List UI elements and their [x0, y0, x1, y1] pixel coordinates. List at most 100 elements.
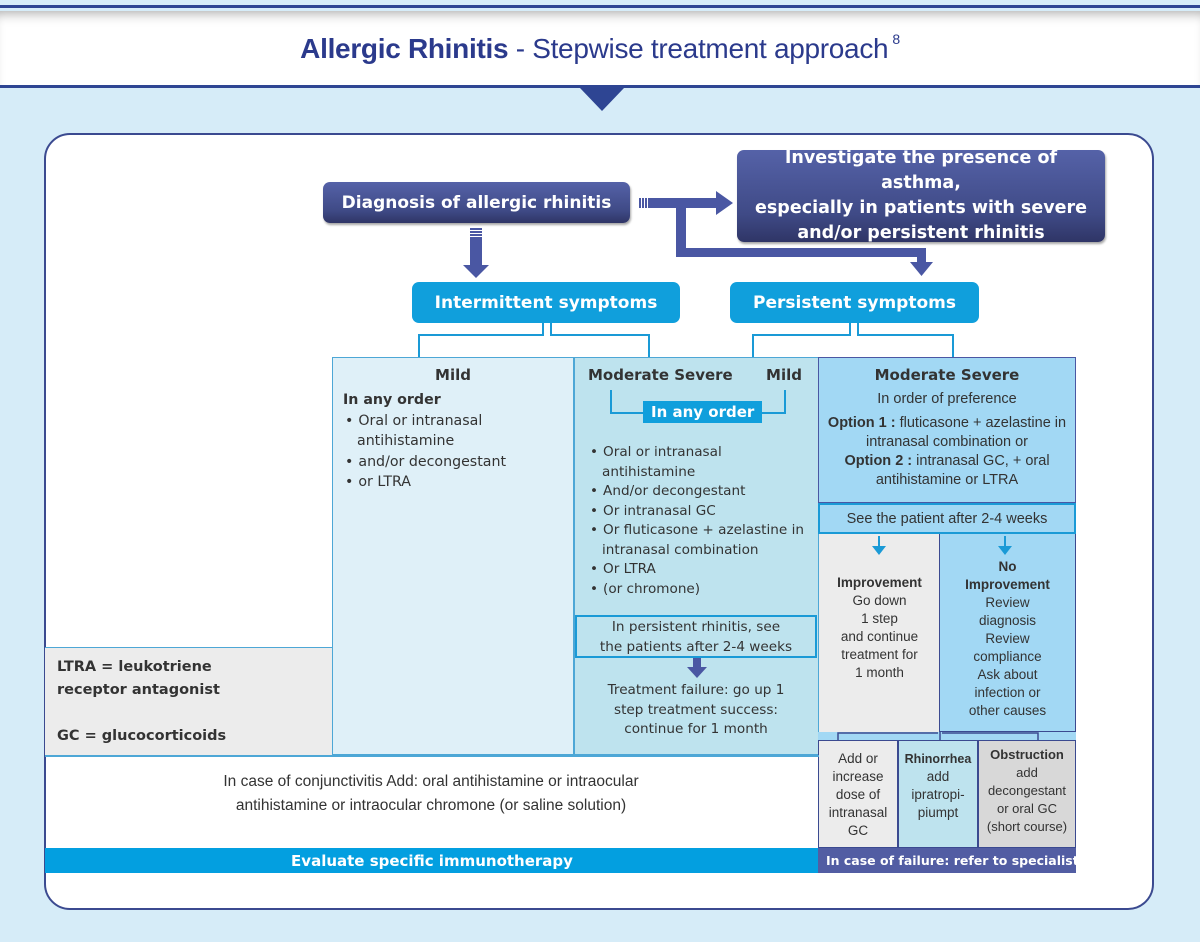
no-improvement-line: other causes: [968, 703, 1047, 718]
persistent-symptoms-box: Persistent symptoms: [730, 282, 979, 323]
down-arrow-icon: [872, 536, 886, 555]
improvement-box: Improvement Go down 1 step and continue …: [818, 534, 939, 732]
column-moderate-severe-mild: Moderate Severe Mild In any order Oral o…: [574, 357, 819, 755]
list-item: (or chromone): [588, 580, 816, 600]
improvement-heading: Improvement: [837, 575, 922, 590]
down-arrow-icon: [687, 658, 707, 678]
options-text: Option 1 : fluticasone + azelastine in i…: [819, 414, 1075, 490]
intermittent-symptoms-box: Intermittent symptoms: [412, 282, 680, 323]
asthma-line: especially in patients with severe: [755, 198, 1087, 218]
list-item: and/or decongestant: [343, 452, 513, 473]
option1-label: Option 1 :: [827, 415, 896, 431]
legend-line: GC = glucocorticoids: [57, 728, 227, 744]
no-improvement-line: diagnosis: [978, 613, 1037, 628]
asthma-line: and/or persistent rhinitis: [797, 223, 1045, 243]
followup-line: the patients after 2-4 weeks: [599, 638, 793, 655]
list-item: Oral or intranasal antihistamine: [343, 411, 513, 452]
legend-line: LTRA = leukotriene: [57, 659, 212, 675]
no-improvement-box: No Improvement Review diagnosis Review c…: [939, 534, 1076, 732]
column-subheading: In any order: [343, 392, 441, 408]
failure-bar: In case of failure: refer to specialist: [818, 848, 1079, 873]
option1-text: fluticasone + azelastine in intranasal c…: [865, 415, 1067, 450]
rhinorrhea-line: ipratropi-: [911, 787, 965, 802]
bracket-strip: [818, 732, 1076, 740]
no-improvement-line: infection or: [974, 685, 1041, 700]
list-item: Or LTRA: [588, 560, 816, 580]
list-item: Or fluticasone + azelastine in intranasa…: [588, 521, 816, 560]
title-rest: - Stepwise treatment approach: [508, 33, 889, 64]
no-improvement-heading: No: [998, 559, 1017, 574]
conjunctivitis-line: antihistamine or intraocular chromone (o…: [235, 797, 627, 814]
followup-line: In persistent rhinitis, see: [611, 619, 781, 635]
legend-line: receptor antagonist: [57, 682, 220, 698]
divider: [45, 755, 819, 757]
obstruction-line: or oral GC: [997, 801, 1057, 816]
column-heading: Mild: [435, 366, 471, 384]
any-order-bracket: [610, 390, 786, 414]
top-strip: [0, 0, 1200, 8]
column-intermittent-mild: Mild In any order Oral or intranasal ant…: [332, 357, 574, 755]
title-reference: 8: [892, 31, 900, 47]
add-dose-box: Add or increase dose of intranasal GC: [818, 740, 898, 848]
list-item: Or intranasal GC: [588, 502, 816, 522]
obstruction-line: decongestant: [987, 783, 1067, 798]
title-band: Allergic Rhinitis - Stepwise treatment a…: [0, 11, 1200, 85]
column-heading-left: Moderate Severe: [588, 366, 733, 384]
obstruction-line: (short course): [986, 819, 1068, 834]
title-bold: Allergic Rhinitis: [300, 33, 509, 64]
obstruction-box: Obstruction add decongestant or oral GC …: [978, 740, 1076, 848]
no-improvement-heading: Improvement: [965, 577, 1050, 592]
page-title: Allergic Rhinitis - Stepwise treatment a…: [300, 31, 900, 65]
no-improvement-line: compliance: [973, 649, 1042, 664]
arrow-to-intermittent-icon: [463, 228, 489, 278]
column-heading: Moderate Severe: [874, 366, 1020, 384]
column-persistent-moderate-severe: Moderate Severe In order of preference O…: [818, 357, 1076, 503]
connector-lines: [418, 323, 954, 357]
improvement-line: 1 step: [861, 611, 898, 626]
no-improvement-line: Review: [985, 595, 1030, 610]
legend-box: LTRA = leukotriene receptor antagonist G…: [45, 647, 332, 755]
no-improvement-line: Review: [985, 631, 1030, 646]
conjunctivitis-line: In case of conjunctivitis Add: oral anti…: [223, 773, 639, 790]
rhinorrhea-line: add: [926, 769, 950, 784]
rhinorrhea-line: piumpt: [917, 805, 959, 820]
improvement-line: and continue: [840, 629, 919, 644]
no-improvement-line: Ask about: [977, 667, 1038, 682]
add-dose-line: intranasal: [828, 805, 888, 820]
add-dose-line: dose of: [835, 787, 881, 802]
outcome-line: step treatment success:: [614, 701, 778, 718]
conjunctivitis-note: In case of conjunctivitis Add: oral anti…: [44, 770, 818, 818]
diagnosis-box: Diagnosis of allergic rhinitis: [323, 182, 630, 223]
add-dose-line: Add or: [838, 751, 878, 766]
asthma-line: Investigate the presence of asthma,: [784, 148, 1058, 193]
see-patient-box: See the patient after 2-4 weeks: [818, 503, 1076, 534]
title-pointer-icon: [580, 88, 624, 111]
option2-text: intranasal GC, + oral antihistamine or L…: [875, 453, 1050, 488]
list-item: Oral or intranasal antihistamine: [588, 443, 758, 482]
any-order-tag: In any order: [643, 401, 763, 423]
list-item: And/or decongestant: [588, 482, 816, 502]
option2-label: Option 2 :: [844, 453, 913, 469]
rhinorrhea-box: Rhinorrhea add ipratropi- piumpt: [898, 740, 978, 848]
outcome-text: Treatment failure: go up 1 step treatmen…: [575, 681, 817, 740]
asthma-box: Investigate the presence of asthma, espe…: [737, 148, 1105, 243]
list-item: or LTRA: [343, 472, 513, 493]
obstruction-line: add: [1016, 765, 1038, 780]
improvement-line: 1 month: [855, 665, 904, 680]
add-dose-line: increase: [832, 769, 884, 784]
improvement-line: treatment for: [841, 647, 918, 662]
arrow-to-persistent-icon: [676, 206, 933, 276]
arrow-to-asthma-icon: [639, 191, 733, 215]
down-arrow-icon: [998, 536, 1012, 555]
add-dose-line: GC: [847, 823, 869, 838]
rhinorrhea-heading: Rhinorrhea: [904, 752, 972, 766]
followup-box: In persistent rhinitis, see the patients…: [575, 615, 817, 658]
column-heading-right: Mild: [766, 366, 802, 384]
immunotherapy-bar: Evaluate specific immunotherapy: [45, 848, 819, 873]
order-of-preference: In order of preference: [877, 391, 1017, 407]
title-divider: [0, 85, 1200, 88]
improvement-line: Go down: [852, 593, 907, 608]
obstruction-heading: Obstruction: [990, 747, 1064, 762]
outcome-line: continue for 1 month: [624, 721, 768, 737]
